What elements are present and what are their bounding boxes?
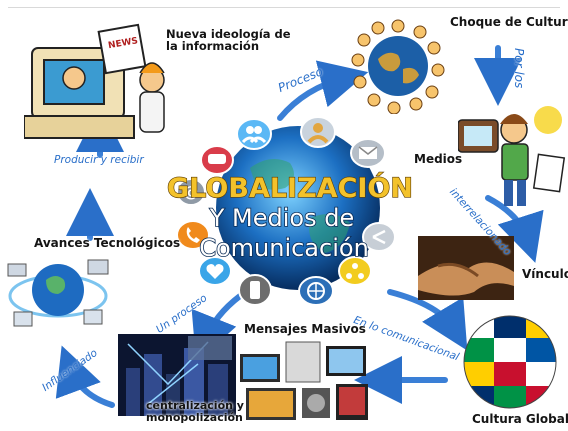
link-producir-recibir: Producir y recibir: [54, 154, 144, 166]
centralization-city-image: [118, 334, 236, 416]
handshake-image: [418, 236, 514, 300]
chat-icon: [200, 145, 234, 175]
node-mensajes-masivos: Mensajes Masivos: [244, 322, 366, 336]
arrow-proceso: [277, 60, 369, 121]
arrow-influenciado: [55, 345, 115, 408]
node-centralizacion: centralización y monopolización: [146, 399, 244, 424]
mobile-icon: [238, 274, 272, 306]
tech-globe-image: [7, 259, 109, 327]
title-line-3: Comunicación: [199, 234, 369, 262]
svg-text:@: @: [184, 183, 199, 201]
top-divider: [8, 7, 560, 8]
central-globe: [216, 126, 380, 290]
mail-icon: [350, 138, 386, 168]
children-world-image: [351, 19, 445, 114]
title-line-2: Y Medios de: [209, 204, 354, 232]
node-cultura-global: Cultura Global: [472, 412, 568, 426]
title-line-1: GLOBALIZACIÓN: [167, 172, 413, 204]
arrow-interrelacionado: [485, 195, 544, 263]
phone-icon: [176, 220, 210, 250]
network-icon: [338, 256, 372, 286]
people-icon: [236, 118, 272, 150]
person-icon: [300, 116, 336, 148]
node-vinculo: Vínculo: [522, 267, 568, 281]
arrow-en-lo-comunicacional: [387, 289, 468, 351]
node-avances: Avances Tecnológicos: [34, 236, 181, 250]
news-computer-illustration: NEWS: [24, 23, 165, 139]
at-icon: @: [176, 178, 206, 206]
node-nueva-ideologia: Nueva ideología de la información: [166, 27, 291, 54]
heart-icon: [198, 256, 232, 286]
globe-icon: [298, 276, 334, 306]
node-choque-culturas: Choque de Culturas: [450, 15, 568, 29]
share-icon: [362, 222, 396, 252]
flag-globe-image: [463, 315, 557, 409]
link-por-los: Por los: [512, 48, 526, 89]
media-person-illustration: [458, 106, 566, 206]
media-devices-image: [240, 341, 368, 420]
node-medios: Medios: [414, 152, 463, 166]
